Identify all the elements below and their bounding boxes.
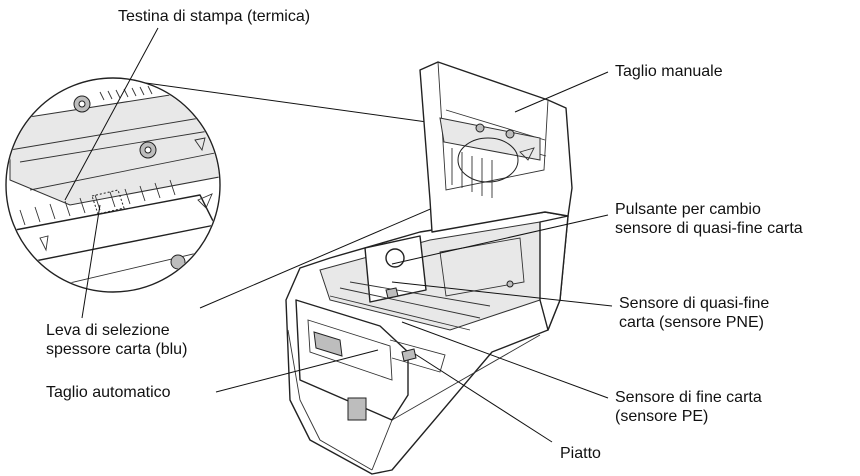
label-platen: Piatto: [560, 445, 601, 462]
leader-platen: [414, 353, 553, 443]
leader-pne-sensor: [391, 281, 613, 307]
leader-pne-switch: [391, 214, 609, 265]
label-pne-sensor-line2: carta (sensore PNE): [619, 314, 764, 331]
leader-pe-sensor: [401, 321, 609, 399]
label-thickness-lever: Leva di selezione spessore carta (blu): [46, 321, 187, 359]
label-auto-cutter: Taglio automatico: [46, 384, 171, 401]
label-manual-cutter: Taglio manuale: [615, 63, 723, 80]
leader-print-head: [64, 27, 159, 201]
leader-auto-cutter: [215, 349, 379, 393]
detail-magnifier: [5, 77, 499, 309]
label-pne-switch-line1: Pulsante per cambio: [615, 201, 761, 218]
label-thickness-lever-line1: Leva di selezione: [46, 322, 170, 339]
leader-thickness-lever: [81, 204, 101, 319]
label-pe-sensor: Sensore di fine carta (sensore PE): [615, 388, 762, 426]
magnifier-guide-top: [109, 77, 471, 129]
label-pe-sensor-line2: (sensore PE): [615, 408, 709, 425]
label-print-head: Testina di stampa (termica): [118, 8, 311, 25]
label-pne-sensor-line1: Sensore di quasi-fine: [619, 295, 770, 312]
label-pne-switch-line2: sensore di quasi-fine carta: [615, 220, 803, 237]
printer-body: [285, 211, 569, 475]
label-thickness-lever-line2: spessore carta (blu): [46, 341, 188, 358]
leader-manual-cutter: [514, 71, 609, 113]
leader-lines: [64, 27, 613, 443]
magnified-area-circle: [457, 137, 519, 183]
label-pe-sensor-line1: Sensore di fine carta: [615, 389, 762, 406]
printer-lid: [419, 61, 573, 233]
label-pne-sensor: Sensore di quasi-fine carta (sensore PNE…: [619, 294, 769, 332]
label-pne-switch: Pulsante per cambio sensore di quasi-fin…: [615, 200, 803, 238]
